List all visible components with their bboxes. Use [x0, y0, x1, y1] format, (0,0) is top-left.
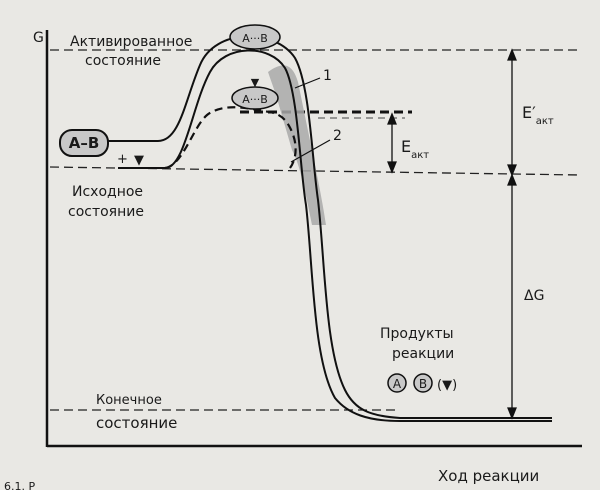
curve-2-label: 2	[333, 128, 342, 144]
top-activated-complex: A···B	[229, 24, 281, 50]
product-enzyme: (▼)	[437, 378, 457, 393]
activated-state-label-2: состояние	[85, 53, 161, 69]
curve-2	[164, 106, 297, 170]
e-act-catalyzed-arrow	[387, 112, 397, 174]
curve-shading	[268, 65, 326, 225]
enzyme-symbol: ▼	[134, 153, 144, 168]
y-axis-label: G	[33, 30, 44, 46]
svg-text:▼: ▼	[251, 76, 260, 89]
svg-text:A–B: A–B	[69, 134, 100, 152]
final-state-label-1: Конечное	[96, 393, 162, 408]
curve-1-label: 1	[323, 68, 332, 84]
delta-g-arrow	[507, 173, 517, 420]
reactant-complex: A–B	[59, 129, 109, 157]
initial-state-label-1: Исходное	[72, 184, 143, 200]
curve-1-outer	[108, 35, 552, 419]
e-act-catalyzed-label: Eакт	[401, 137, 429, 161]
activated-state-label-1: Активированное	[70, 34, 192, 50]
svg-text:A···B: A···B	[242, 32, 268, 45]
x-axis-label: Ход реакции	[438, 467, 539, 485]
products-label-2: реакции	[392, 346, 454, 362]
svg-text:A: A	[393, 377, 402, 391]
svg-text:B: B	[419, 377, 427, 391]
curve-1-leader	[294, 77, 321, 89]
svg-text:A···B: A···B	[242, 93, 268, 106]
initial-state-label-2: состояние	[68, 204, 144, 220]
curve-2-leader	[290, 139, 331, 163]
final-state-label-2: состояние	[96, 414, 177, 432]
mid-enzyme-complex: A···B ▼	[231, 76, 279, 110]
e-act-uncatalyzed-label: E′акт	[522, 103, 554, 127]
delta-g-label: ΔG	[524, 288, 544, 304]
product-b: B	[413, 373, 433, 393]
product-a: A	[387, 373, 407, 393]
plus-sign: +	[117, 152, 128, 167]
products-label-1: Продукты	[380, 326, 454, 342]
curve-1-inner	[118, 49, 552, 422]
e-act-uncatalyzed-arrow	[507, 48, 517, 177]
figure-caption: 6.1. Р	[4, 480, 35, 490]
